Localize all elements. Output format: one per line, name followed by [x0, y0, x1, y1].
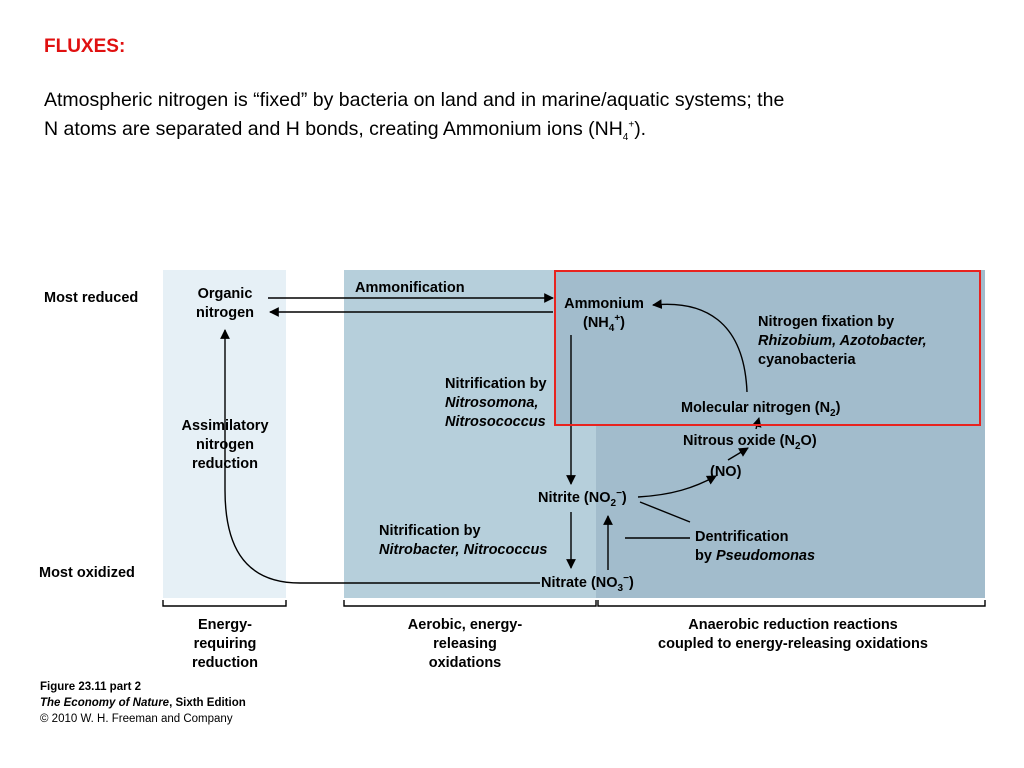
nitrogen-fixation-arrow [652, 299, 748, 393]
nitric-oxide-node: (NO) [710, 464, 742, 480]
figure-number: Figure 23.11 part 2 [40, 681, 141, 693]
nitrate-node: Nitrate (NO3−) [541, 573, 634, 594]
denitrification-pointer-1 [639, 501, 691, 523]
copyright-line: © 2010 W. H. Freeman and Company [40, 713, 233, 725]
nitrous-to-molecular-arrow [751, 417, 762, 430]
nitrous-oxide-node: Nitrous oxide (N2O) [683, 433, 817, 452]
molecular-nitrogen-node: Molecular nitrogen (N2) [681, 400, 841, 419]
nitrite-to-no-arrow [637, 475, 717, 498]
anaerobic-panel [596, 270, 985, 598]
slide-heading: FLUXES: [44, 36, 126, 57]
bracket-anaerobic [597, 600, 986, 607]
most-reduced-label: Most reduced [44, 290, 139, 306]
anaerobic-panel-extension [554, 270, 596, 426]
ammonium-node: Ammonium(NH4+) [564, 296, 644, 334]
figure-source: The Economy of Nature, Sixth Edition [40, 697, 246, 709]
assimilatory-arrow [220, 329, 540, 584]
bracket-aerobic [343, 600, 597, 607]
bracket-energy-requiring [162, 600, 287, 607]
highlight-box [554, 270, 981, 426]
most-oxidized-label: Most oxidized [39, 565, 135, 581]
nitrite-node: Nitrite (NO2−) [538, 488, 627, 509]
slide-body-text: Atmospheric nitrogen is “fixed” by bacte… [44, 89, 785, 143]
ammonification-label: Ammonification [355, 280, 465, 296]
no-to-nitrous-arrow [727, 447, 749, 461]
